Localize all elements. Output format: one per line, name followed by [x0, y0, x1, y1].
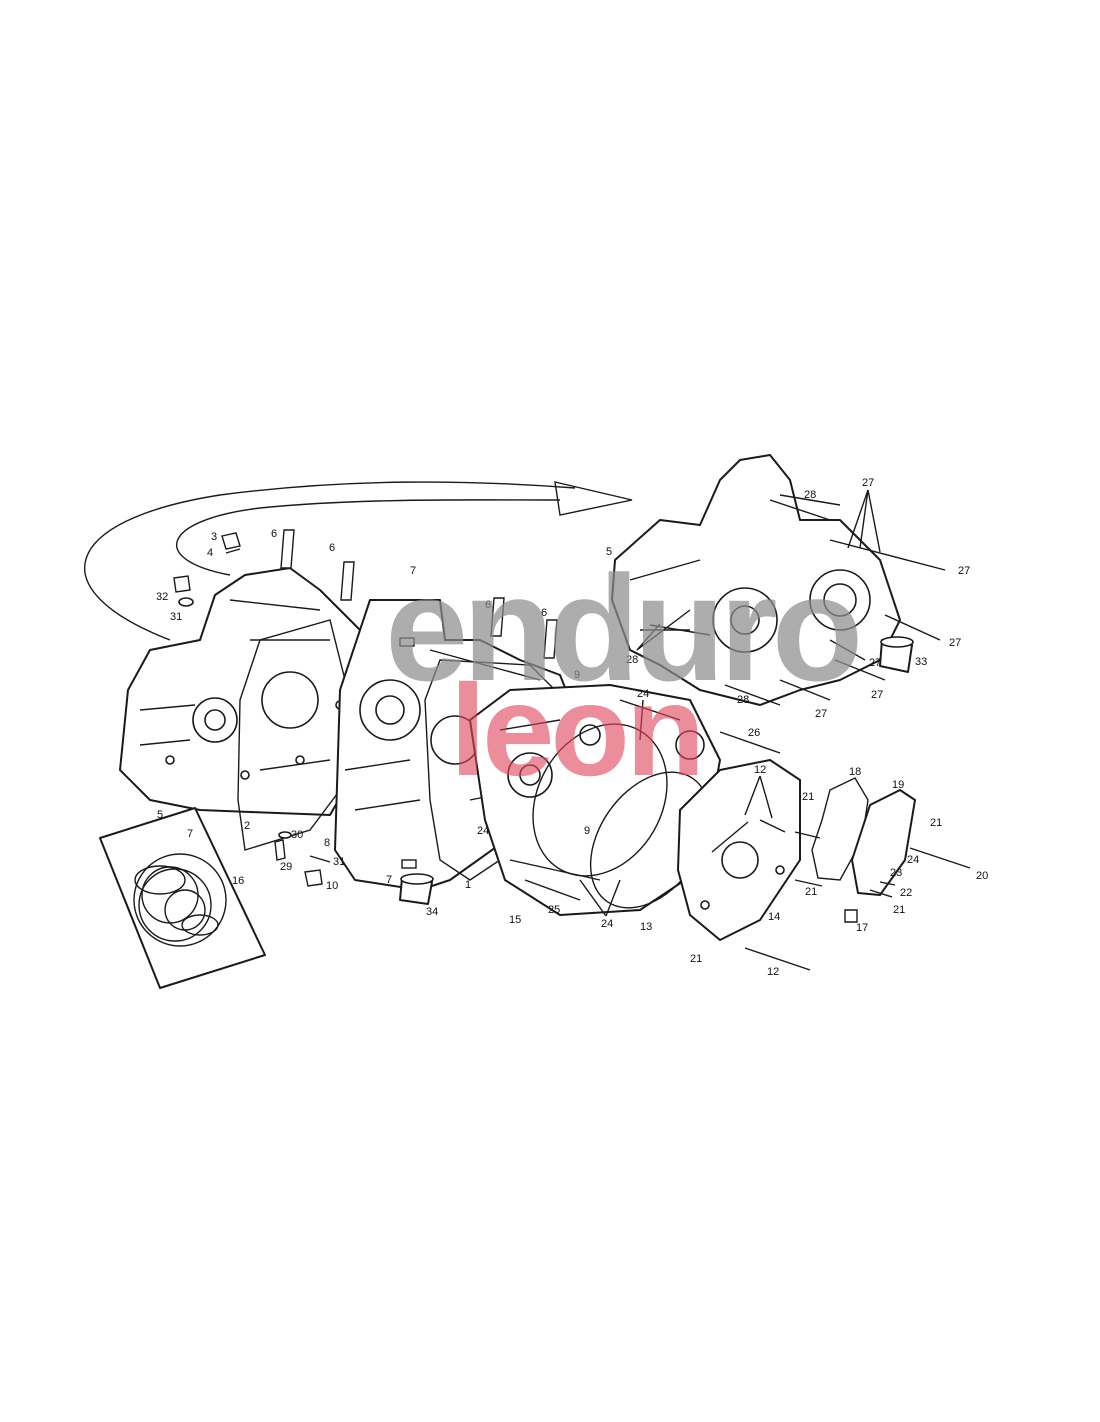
bush-33-top	[880, 636, 914, 648]
label-16: 16	[232, 875, 244, 887]
label-28: 28	[737, 694, 749, 706]
label-7: 7	[386, 874, 392, 886]
watermark-leon: leon	[450, 657, 701, 803]
studs-6	[280, 529, 558, 659]
label-28: 28	[804, 489, 816, 501]
label-25: 25	[548, 904, 560, 916]
label-17: 17	[856, 922, 868, 934]
label-4: 4	[207, 547, 213, 559]
label-32: 32	[156, 591, 168, 603]
ignition-cover-gasket-18	[811, 777, 869, 881]
long-bolts	[524, 494, 971, 971]
label-12: 12	[754, 764, 766, 776]
label-34: 34	[426, 906, 438, 918]
label-22: 22	[900, 887, 912, 899]
label-27: 27	[871, 689, 883, 701]
watermark-enduro: enduro	[385, 544, 858, 712]
label-10: 10	[326, 880, 338, 892]
label-2: 2	[244, 820, 250, 832]
label-24: 24	[637, 688, 649, 700]
leader-lines	[579, 489, 881, 917]
small-fittings	[173, 532, 896, 923]
label-9: 9	[584, 825, 590, 837]
label-14: 14	[768, 911, 780, 923]
label-21: 21	[805, 886, 817, 898]
label-28: 28	[626, 654, 638, 666]
assembly-arrow	[84, 481, 633, 641]
label-27: 27	[815, 708, 827, 720]
label-24: 24	[601, 918, 613, 930]
label-31: 31	[333, 856, 345, 868]
label-15: 15	[509, 914, 521, 926]
label-27: 27	[862, 477, 874, 489]
label-7: 7	[187, 828, 193, 840]
label-6: 6	[485, 599, 491, 611]
label-33: 33	[915, 656, 927, 668]
label-9: 9	[574, 669, 580, 681]
label-20: 20	[976, 870, 988, 882]
assembly-arrow-inner	[176, 499, 561, 576]
label-24: 24	[907, 854, 919, 866]
label-21: 21	[930, 817, 942, 829]
label-5: 5	[606, 546, 612, 558]
label-30: 30	[291, 829, 303, 841]
label-21: 21	[893, 904, 905, 916]
label-5: 5	[157, 809, 163, 821]
assembled-crankcase	[611, 454, 901, 706]
label-18: 18	[849, 766, 861, 778]
label-7: 7	[410, 565, 416, 577]
label-29: 29	[280, 861, 292, 873]
label-24: 24	[477, 825, 489, 837]
gasket-kit-16	[99, 807, 266, 989]
part-labels: 3 4 6 6 6 6 7 7 7 32 31 31 5 5 2 8 1 30 …	[156, 477, 988, 978]
label-8: 8	[324, 837, 330, 849]
label-31: 31	[170, 611, 182, 623]
label-6: 6	[329, 542, 335, 554]
label-27: 27	[958, 565, 970, 577]
label-6: 6	[541, 607, 547, 619]
bush-34-top	[400, 873, 434, 885]
label-21: 21	[690, 953, 702, 965]
clutch-cover-14	[677, 759, 801, 941]
label-26: 26	[748, 727, 760, 739]
label-6: 6	[271, 528, 277, 540]
label-19: 19	[892, 779, 904, 791]
label-1: 1	[465, 879, 471, 891]
label-3: 3	[211, 531, 217, 543]
label-21: 21	[802, 791, 814, 803]
inner-cover-15	[469, 684, 721, 916]
label-12: 12	[767, 966, 779, 978]
label-27: 27	[949, 637, 961, 649]
ignition-cover-19	[851, 789, 916, 896]
left-crankcase-half	[119, 567, 381, 816]
label-13: 13	[640, 921, 652, 933]
label-27: 27	[869, 657, 881, 669]
label-23: 23	[890, 867, 902, 879]
enduro-leon-watermark: enduro leon	[385, 544, 864, 803]
